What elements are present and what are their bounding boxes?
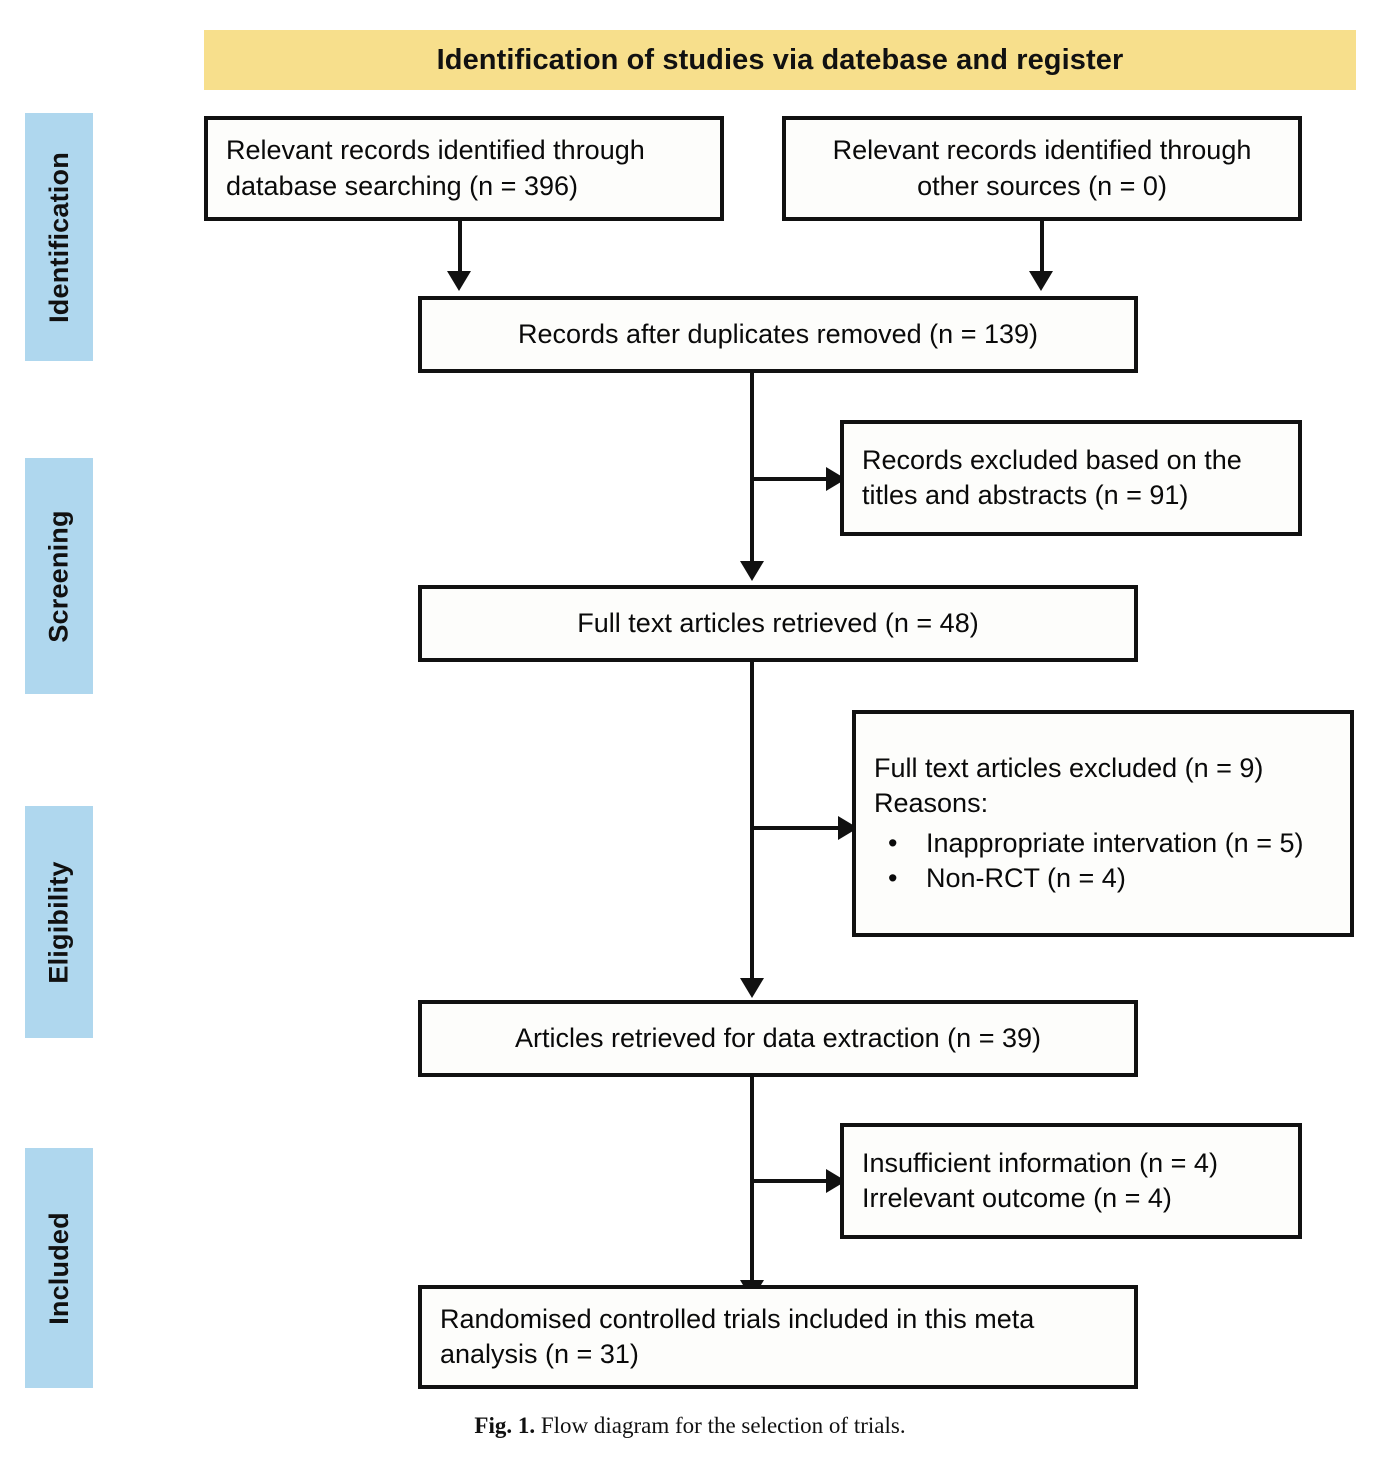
connector-database-to-duplicates: [458, 221, 462, 273]
box-records-other-sources: Relevant records identified through othe…: [782, 116, 1302, 221]
bullet-icon: •: [888, 862, 898, 893]
box-records-after-duplicates-removed-text: Records after duplicates removed (n = 13…: [517, 318, 1038, 349]
header-banner: Identification of studies via datebase a…: [204, 30, 1356, 90]
box-articles-retrieved-data-extraction-text: Articles retrieved for data extraction (…: [515, 1022, 1041, 1053]
box-records-excluded: Records excluded based on the titles and…: [840, 420, 1302, 536]
box-records-after-duplicates-removed: Records after duplicates removed (n = 13…: [418, 296, 1138, 373]
stage-chip-screening: Screening: [25, 458, 93, 694]
box-fulltext-excluded: Full text articles excluded (n = 9) Reas…: [852, 710, 1354, 937]
stage-label-screening: Screening: [43, 509, 74, 643]
box-records-other-sources-text: Relevant records identified through othe…: [832, 135, 1252, 201]
figure-caption-label: Fig. 1.: [474, 1413, 536, 1438]
stage-label-identification: Identification: [43, 151, 74, 323]
bullet-icon: •: [888, 827, 898, 858]
list-item: • Non-RCT (n = 4): [874, 861, 1332, 896]
box-fulltext-articles-retrieved-text: Full text articles retrieved (n = 48): [577, 607, 979, 638]
stage-chip-eligibility: Eligibility: [25, 806, 93, 1038]
header-title: Identification of studies via datebase a…: [436, 43, 1124, 76]
stage-chip-identification: Identification: [25, 113, 93, 361]
box-further-exclusions-text: Insufficient information (n = 4) Irrelev…: [862, 1147, 1218, 1213]
arrowhead-duplicates-to-fulltext: [740, 561, 764, 581]
connector-other-to-duplicates: [1040, 221, 1044, 273]
connector-duplicates-to-fulltext: [750, 373, 754, 563]
figure-caption-text: Flow diagram for the selection of trials…: [540, 1413, 906, 1438]
box-further-exclusions: Insufficient information (n = 4) Irrelev…: [840, 1123, 1302, 1239]
box-records-database-searching-text: Relevant records identified through data…: [226, 135, 645, 201]
arrowhead-fulltext-to-extraction: [740, 978, 764, 998]
list-item: • Inappropriate intervation (n = 5): [874, 826, 1332, 861]
connector-to-fulltext-excluded: [750, 826, 846, 830]
box-articles-retrieved-data-extraction: Articles retrieved for data extraction (…: [418, 1000, 1138, 1077]
box-records-database-searching: Relevant records identified through data…: [204, 116, 724, 221]
figure-caption: Fig. 1. Flow diagram for the selection o…: [0, 1413, 1380, 1439]
box-fulltext-excluded-text: Full text articles excluded (n = 9) Reas…: [874, 751, 1332, 895]
stage-label-included: Included: [43, 1211, 74, 1325]
stage-label-eligibility: Eligibility: [43, 860, 74, 984]
arrowhead-database-to-duplicates: [447, 271, 471, 291]
fulltext-excluded-reasons-list: • Inappropriate intervation (n = 5) • No…: [874, 826, 1332, 896]
connector-to-records-excluded: [750, 477, 832, 481]
arrowhead-other-to-duplicates: [1029, 271, 1053, 291]
box-included-trials: Randomised controlled trials included in…: [418, 1285, 1138, 1389]
box-records-excluded-text: Records excluded based on the titles and…: [862, 444, 1242, 510]
box-included-trials-text: Randomised controlled trials included in…: [440, 1303, 1035, 1369]
box-fulltext-articles-retrieved: Full text articles retrieved (n = 48): [418, 585, 1138, 662]
stage-chip-included: Included: [25, 1148, 93, 1388]
connector-fulltext-to-extraction: [750, 662, 754, 980]
connector-to-further-exclusions: [750, 1179, 832, 1183]
